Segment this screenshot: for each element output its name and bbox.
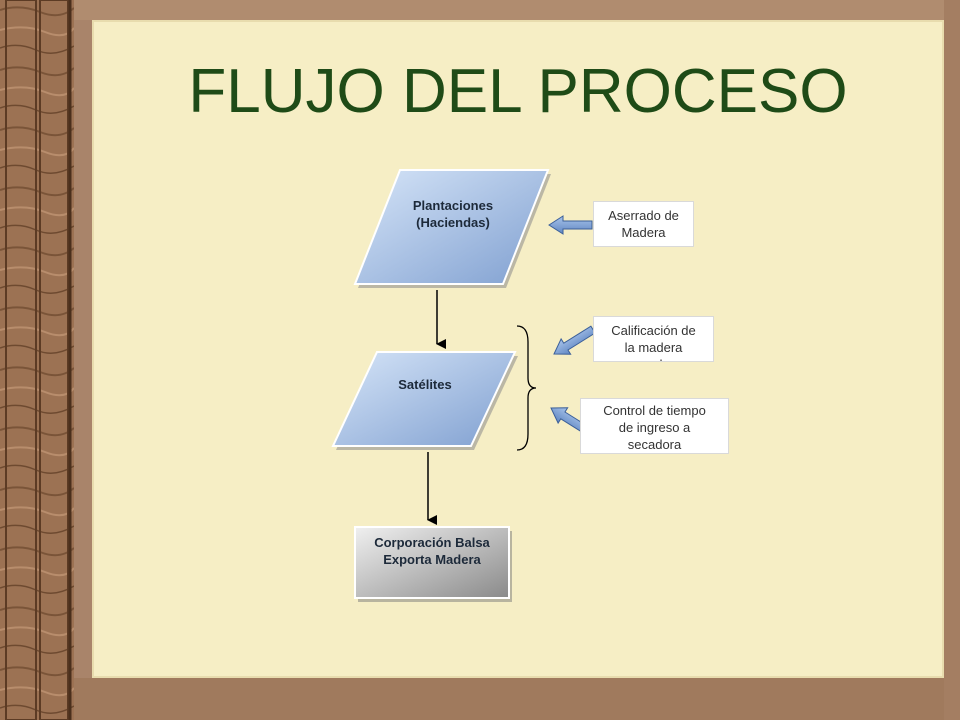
satelites-label: Satélites [398, 377, 452, 392]
plantaciones-parallelogram [353, 169, 551, 288]
curly-brace [516, 325, 537, 451]
wood-right-band [944, 0, 960, 720]
block-arrow-aserrado [548, 215, 593, 235]
wood-sidebar [0, 0, 74, 720]
note-calificacion: Calificación de la madera verde [593, 316, 714, 362]
wood-bottom-band [74, 678, 960, 720]
slide-title: FLUJO DEL PROCESO [188, 57, 848, 126]
corporacion-label: Corporación Balsa Exporta Madera [374, 535, 490, 567]
block-arrow-calificacion [553, 325, 596, 355]
corporacion-process-box [354, 526, 512, 602]
satelites-parallelogram [331, 351, 518, 450]
plantaciones-label: Plantaciones (Haciendas) [412, 198, 494, 230]
note-control: Control de tiempo de ingreso a secadora [580, 398, 729, 454]
wood-top-band [74, 0, 960, 20]
slide-panel: FLUJO DEL PROCESO [92, 20, 944, 678]
note-aserrado: Aserrado de Madera [593, 201, 694, 247]
